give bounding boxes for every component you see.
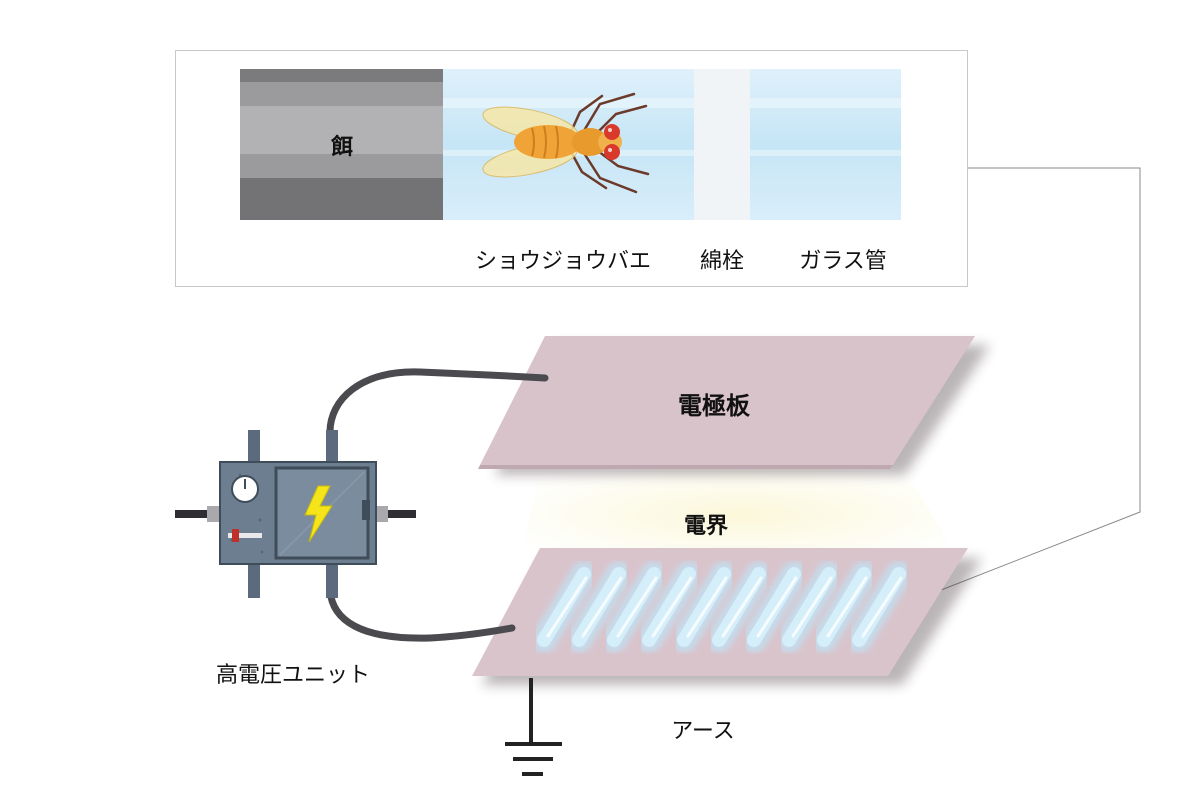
label-earth: アース [671, 719, 735, 744]
callout-line [884, 167, 1141, 613]
electric-field-glow [520, 470, 960, 560]
glass-tube-detail [240, 69, 901, 220]
lightning-bolt-icon [304, 485, 333, 543]
label-fruit-fly: ショウジョウバエ [474, 249, 652, 274]
label-cotton-plug: 綿栓 [699, 249, 745, 274]
glass-tube [566, 561, 632, 653]
glass-tube [706, 561, 772, 653]
glass-tube [671, 561, 737, 653]
top-electrode-plate [478, 336, 990, 475]
label-glass-tube: ガラス管 [799, 249, 887, 274]
bait-block [240, 69, 443, 220]
glass-tube [846, 561, 912, 653]
cable-top [326, 368, 549, 436]
glass-tube [776, 561, 842, 653]
cotton-plug [694, 69, 750, 220]
glass-tube [636, 561, 702, 653]
label-electric-field: 電界 [683, 514, 729, 539]
gauge-icon [231, 475, 259, 503]
fruit-fly-icon [482, 92, 650, 194]
label-high-voltage-unit: 高電圧ユニット [215, 663, 371, 688]
label-bait: 餌 [330, 135, 354, 160]
glass-tube [741, 561, 807, 653]
glass-tube-body [443, 69, 901, 220]
cable [326, 368, 549, 642]
glass-tube [601, 561, 667, 653]
glass-tube [811, 561, 877, 653]
ground-symbol-icon [505, 678, 562, 776]
glass-tube [531, 561, 597, 653]
tube-row [531, 561, 912, 653]
label-electrode-plate: 電極板 [678, 392, 750, 420]
high-voltage-unit [175, 430, 416, 598]
cable-bottom [326, 586, 516, 642]
